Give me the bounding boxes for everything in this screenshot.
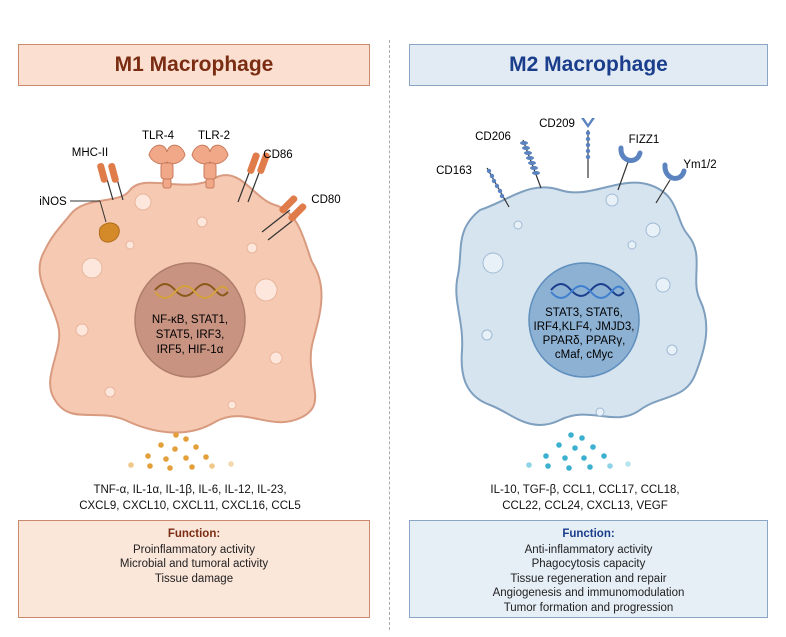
m1-dna-icon (154, 283, 229, 299)
tlr-2-receptor-icon (191, 144, 229, 189)
ym1-2-receptor-icon (655, 162, 687, 204)
m1-cytokine-dots (128, 432, 234, 471)
m2-nucleus-line-3: PPARδ, PPARγ, (543, 335, 626, 347)
panel-divider (389, 40, 390, 630)
cd86-label: CD86 (263, 149, 292, 161)
m2-cytokine-line-1: IL-10, TGF-β, CCL1, CCL17, CCL18, (490, 484, 680, 496)
m1-nucleus-line-2: STAT5, IRF3, (156, 329, 225, 341)
cd206-receptor-icon (520, 139, 542, 189)
cd80-label: CD80 (311, 194, 340, 206)
mhc-ii-receptor-icon (97, 162, 124, 201)
m1-function-item: Proinflammatory activity (132, 543, 256, 556)
cd80-receptor-icon (261, 195, 307, 241)
m1-cytokines: TNF-α, IL-1α, IL-1β, IL-6, IL-12, IL-23,… (30, 482, 350, 514)
fizz1-receptor-icon (617, 145, 643, 191)
m1-function-box: Function: Proinflammatory activity Micro… (18, 520, 370, 618)
ym1-2-label: Ym1/2 (683, 159, 716, 171)
m2-cell (455, 181, 708, 426)
m1-function-item: Microbial and tumoral activity (119, 558, 269, 570)
m2-function-item: Tumor formation and progression (503, 601, 674, 614)
m2-function-item: Anti-inflammatory activity (524, 543, 653, 556)
m1-function-item: Tissue damage (154, 572, 234, 585)
m2-function-item: Tissue regeneration and repair (510, 572, 667, 585)
inos-enzyme-icon (98, 222, 120, 243)
m2-cytokines: IL-10, TGF-β, CCL1, CCL17, CCL18, CCL22,… (420, 482, 750, 514)
m1-cytokine-line-1: TNF-α, IL-1α, IL-1β, IL-6, IL-12, IL-23, (93, 484, 287, 496)
cd163-receptor-icon (486, 167, 510, 208)
m1-cell (38, 174, 323, 434)
m2-nucleus-line-1: STAT3, STAT6, (545, 307, 623, 319)
m2-cytokine-dots (526, 432, 631, 471)
cd86-receptor-icon (237, 152, 270, 203)
cd206-label: CD206 (475, 131, 511, 143)
tlr-2-label: TLR-2 (198, 130, 230, 142)
m2-function-title: Function: (562, 528, 615, 540)
cd163-label: CD163 (436, 165, 472, 177)
m1-nucleus-line-1: NF-κB, STAT1, (152, 314, 228, 326)
m2-nucleus-line-4: cMaf, cMyc (555, 349, 613, 361)
mhc-ii-label: MHC-II (72, 147, 108, 159)
m1-function-title: Function: (167, 528, 221, 540)
m2-dna-icon (550, 283, 625, 299)
tlr-4-receptor-icon (148, 144, 186, 189)
m2-title: M2 Macrophage (409, 44, 768, 86)
cd209-receptor-icon (581, 118, 595, 178)
m1-nucleus-line-3: IRF5, HIF-1α (157, 344, 224, 356)
m2-cytokine-line-2: CCL22, CCL24, CXCL13, VEGF (502, 500, 668, 512)
m1-title: M1 Macrophage (18, 44, 370, 86)
fizz1-label: FIZZ1 (629, 134, 660, 146)
m2-function-item: Phagocytosis capacity (531, 558, 646, 570)
m2-function-box: Function: Anti-inflammatory activity Pha… (409, 520, 768, 618)
cd209-label: CD209 (539, 118, 575, 130)
inos-label: iNOS (39, 196, 67, 208)
m2-nucleus-line-2: IRF4,KLF4, JMJD3, (534, 321, 635, 333)
m1-cytokine-line-2: CXCL9, CXCL10, CXCL11, CXCL16, CCL5 (79, 500, 301, 512)
m2-function-item: Angiogenesis and immunomodulation (492, 587, 685, 599)
tlr-4-label: TLR-4 (142, 130, 175, 142)
